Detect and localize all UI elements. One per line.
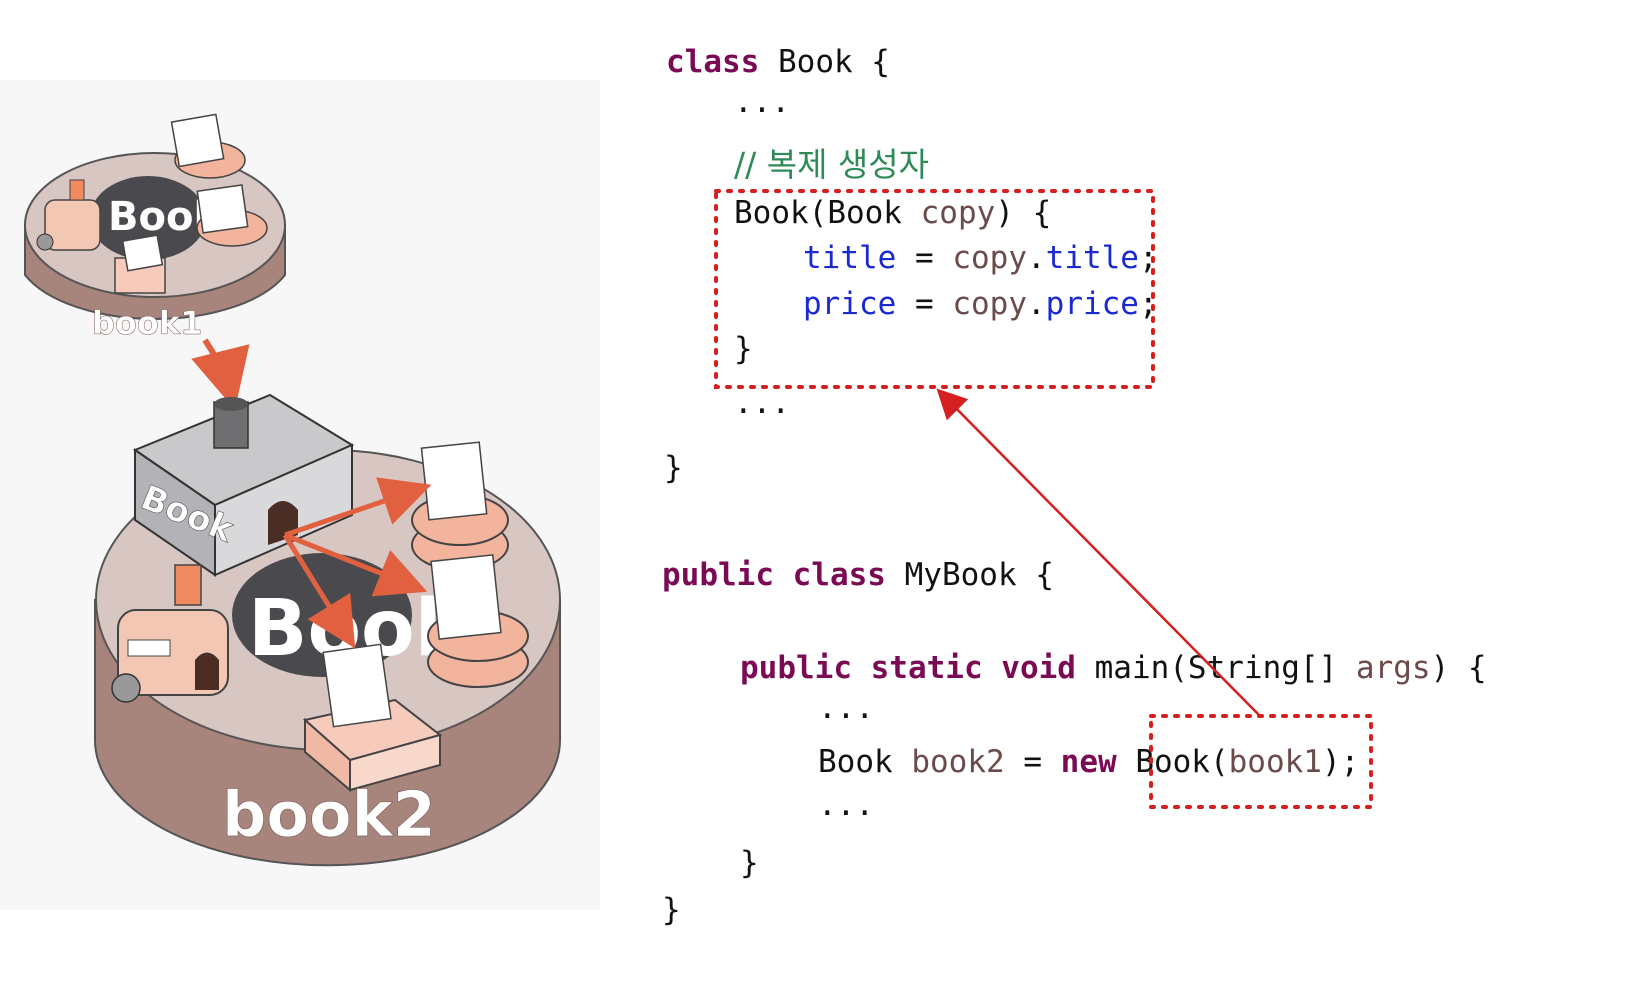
code-line-ellipsis: ...	[734, 84, 790, 120]
code-line-ellipsis: ...	[818, 787, 874, 823]
code-text: main(String[]	[1075, 650, 1356, 686]
keyword: new	[1060, 744, 1117, 780]
parameter-args: args	[1355, 650, 1431, 686]
code-text: Book {	[759, 44, 890, 80]
code-text: =	[896, 286, 953, 322]
code-text: ) {	[1430, 650, 1487, 686]
book2-box-icon	[302, 643, 443, 793]
book1-to-factory-arrow	[191, 338, 250, 410]
factory-box: Book	[132, 393, 355, 577]
book1-label: book1	[92, 304, 202, 342]
book1-object: Book book1	[24, 113, 286, 342]
call-highlight-box	[1149, 714, 1373, 809]
constructor-highlight-box	[714, 189, 1155, 389]
keyword: class	[666, 44, 760, 80]
keyword: public static void	[740, 650, 1076, 686]
code-line-ellipsis: ...	[818, 690, 874, 726]
code-line-main-signature: public static void main(String[] args) {	[740, 648, 1487, 688]
parameter-copy: copy	[952, 286, 1027, 322]
keyword: public class	[662, 557, 886, 593]
code-line-price-assign: price = copy.price;	[803, 284, 1158, 324]
code-text: MyBook {	[885, 557, 1054, 593]
code-line-close-brace: }	[664, 450, 683, 486]
book2-device-icon	[111, 564, 229, 703]
call-to-constructor-arrow	[936, 388, 1261, 717]
book1-tray-icon	[114, 113, 268, 294]
code-text: Book(Book	[734, 195, 921, 231]
variable-book1: book1	[1228, 744, 1322, 780]
parameter-copy: copy	[920, 195, 996, 231]
code-text: .	[1026, 286, 1046, 322]
copy-arrows	[282, 477, 432, 649]
book1-device-icon	[36, 179, 101, 251]
code-line-copy-call: Book book2 = new Book(book1);	[818, 742, 1359, 782]
code-line-class-book: class Book {	[666, 42, 890, 82]
code-line-close-brace: }	[740, 845, 759, 881]
field-title: title	[803, 240, 897, 276]
parameter-copy: copy	[952, 240, 1027, 276]
book2-object: Book Book	[94, 393, 561, 867]
book2-tray-icon	[411, 441, 529, 688]
code-text: Book(	[1116, 744, 1229, 780]
code-text: =	[896, 240, 953, 276]
field-price: price	[1045, 286, 1139, 322]
code-line-constructor-signature: Book(Book copy) {	[734, 193, 1051, 233]
code-text: ;	[1138, 286, 1158, 322]
field-title: title	[1045, 240, 1139, 276]
code-line-class-mybook: public class MyBook {	[662, 555, 1054, 595]
code-text: ) {	[995, 195, 1052, 231]
field-price: price	[803, 286, 897, 322]
code-line-close-brace: }	[662, 892, 681, 928]
code-comment-copy-constructor: // 복제 생성자	[734, 145, 930, 184]
variable-book2: book2	[911, 744, 1005, 780]
code-text: ;	[1138, 240, 1158, 276]
code-text: );	[1321, 744, 1360, 780]
book1-dark-center	[90, 176, 206, 260]
code-text: Book	[818, 744, 912, 780]
code-line-close-brace: }	[734, 331, 753, 367]
code-line-ellipsis: ...	[734, 385, 790, 421]
code-text: =	[1004, 744, 1061, 780]
code-text: .	[1026, 240, 1046, 276]
code-line-title-assign: title = copy.title;	[803, 238, 1158, 278]
copy-constructor-illustration: Book book1 Book	[0, 80, 600, 910]
book2-label: book2	[222, 778, 436, 851]
